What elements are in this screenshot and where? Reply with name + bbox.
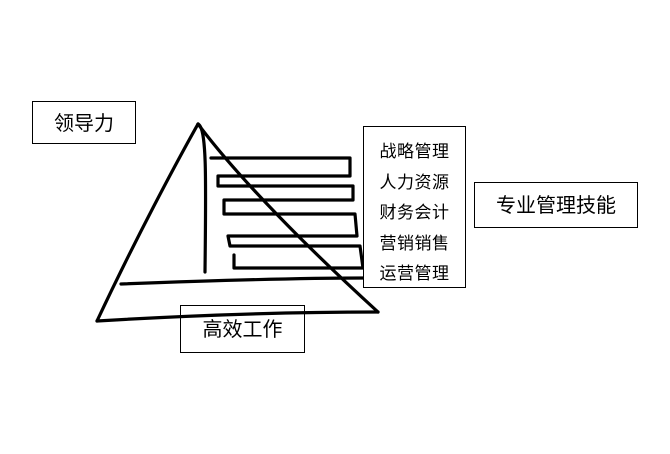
skills-list-item: 战略管理 — [379, 142, 450, 162]
pyramid-right-edge — [196, 122, 380, 314]
skills-list-box: 战略管理 人力资源 财务会计 营销销售 运营管理 — [363, 126, 466, 288]
pyramid-left-edge — [95, 122, 200, 323]
efficient-work-label: 高效工作 — [202, 317, 283, 341]
skills-list-item: 运营管理 — [379, 264, 450, 284]
pyramid-inner-vertical — [196, 122, 208, 274]
skill-stack-zigzag — [209, 156, 365, 270]
leadership-box: 领导力 — [32, 101, 136, 144]
pyramid-base — [95, 310, 380, 323]
skills-list-item: 财务会计 — [379, 203, 450, 223]
skills-list-item: 营销销售 — [379, 233, 450, 254]
pyramid-section-divider — [119, 276, 367, 286]
skills-list-item: 人力资源 — [379, 172, 450, 193]
leadership-label: 领导力 — [54, 110, 114, 135]
efficient-work-box: 高效工作 — [180, 305, 305, 353]
management-skills-label: 专业管理技能 — [496, 193, 616, 217]
management-skills-box: 专业管理技能 — [474, 182, 638, 228]
